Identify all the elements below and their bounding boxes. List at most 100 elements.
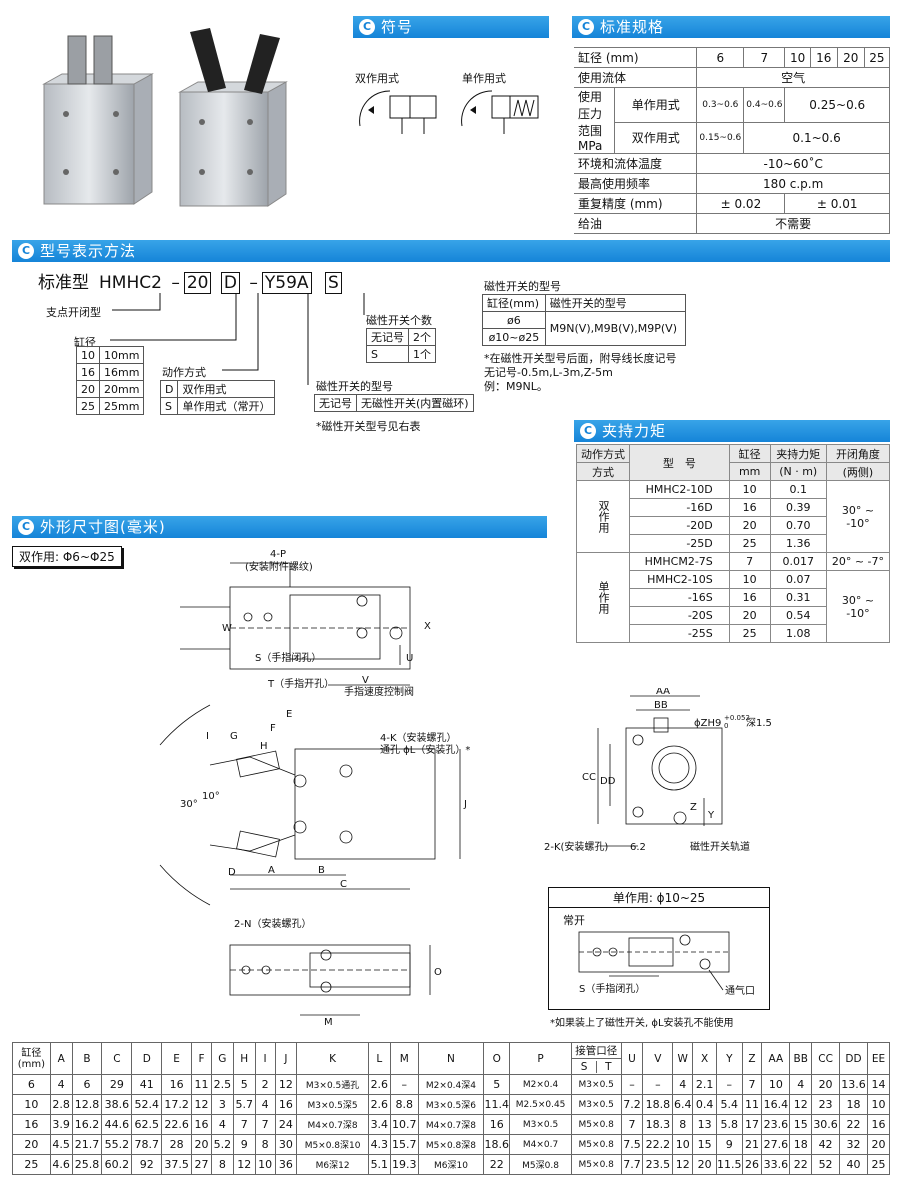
table-cell: 20 [191, 1134, 212, 1155]
table-cell: 37.5 [161, 1154, 193, 1175]
svg-text:0: 0 [724, 722, 728, 730]
svg-text:Y: Y [707, 810, 715, 821]
gripper-photo-2 [178, 28, 288, 207]
table-cell: 25.8 [71, 1154, 103, 1175]
table-cell: 10 [254, 1154, 276, 1175]
table-cell: 4 [672, 1074, 694, 1095]
table-cell: 30 [274, 1134, 298, 1155]
table-cell: 55.2 [101, 1134, 133, 1155]
table-cell: 19.3 [389, 1154, 419, 1175]
svg-text:A: A [268, 865, 275, 876]
table-cell: 10 [866, 1094, 891, 1115]
spec-row-repeat: 重复精度 (mm)± 0.02± 0.01 [574, 193, 890, 214]
svg-text:(安装附件螺纹): (安装附件螺纹) [245, 560, 313, 573]
table-cell: 7.2 [620, 1094, 644, 1115]
table-cell: 15.7 [389, 1134, 419, 1155]
svg-text:通气口: 通气口 [725, 984, 755, 997]
table-cell: 52.4 [131, 1094, 163, 1115]
svg-text:X: X [424, 621, 431, 632]
table-cell: 5.4 [716, 1094, 743, 1115]
table-cell: 38.6 [101, 1094, 133, 1115]
table-cell: 7 [620, 1114, 644, 1135]
table-cell: 42 [811, 1134, 841, 1155]
model-bore-box: 20 [183, 272, 212, 294]
table-cell: 14 [866, 1074, 891, 1095]
table-cell: 22 [839, 1114, 868, 1135]
outline-drawing-left: 4-P (安装附件螺纹) S（手指闭孔） T（手指开孔） 手指速度控制阀 4-K… [159, 549, 470, 1028]
model-leader-lines [110, 293, 365, 385]
table-cell: 8 [672, 1114, 694, 1135]
dim-header-bore: 缸径(mm) [12, 1042, 51, 1075]
table-cell: 23 [811, 1094, 841, 1115]
svg-text:O: O [434, 967, 442, 978]
table-cell: 12 [274, 1074, 298, 1095]
table-cell: 4.6 [49, 1154, 73, 1175]
table-cell: 16.2 [71, 1114, 103, 1135]
table-cell: 15 [789, 1114, 813, 1135]
product-photos [30, 22, 320, 212]
spec-row-oil: 给油不需要 [574, 213, 890, 234]
svg-text:S（手指闭孔）: S（手指闭孔） [255, 651, 321, 664]
table-cell: 7.7 [620, 1154, 644, 1175]
svg-text:T（手指开孔）: T（手指开孔） [267, 677, 334, 690]
table-cell: 4 [210, 1114, 234, 1135]
table-cell: 20 [12, 1134, 51, 1155]
table-cell: 5.7 [232, 1094, 256, 1115]
table-cell: 44.6 [101, 1114, 133, 1135]
model-switch-note: *磁性开关型号见右表 [316, 420, 421, 433]
table-cell: 8.8 [389, 1094, 419, 1115]
table-cell: M4×0.7深8 [417, 1114, 485, 1135]
table-cell: 4 [789, 1074, 813, 1095]
svg-text:深1.5: 深1.5 [746, 717, 772, 729]
c-icon: C [18, 519, 34, 535]
gripper-photo-1 [42, 35, 154, 205]
svg-text:C: C [340, 879, 347, 890]
table-cell: 8 [210, 1154, 234, 1175]
table-cell: 2.8 [49, 1094, 73, 1115]
table-cell: M3×0.5 [570, 1074, 622, 1095]
svg-text:BB: BB [654, 700, 668, 711]
table-cell: 11.4 [483, 1094, 511, 1115]
c-icon: C [578, 19, 594, 35]
table-cell: M3×0.5通孔 [296, 1074, 369, 1095]
table-cell: 16 [274, 1094, 298, 1115]
svg-text:DD: DD [600, 776, 616, 787]
svg-text:S（手指闭孔）: S（手指闭孔） [579, 982, 645, 995]
table-cell: 4.5 [49, 1134, 73, 1155]
table-cell: M5×0.8深8 [417, 1134, 485, 1155]
table-cell: M3×0.5 [509, 1114, 572, 1135]
table-cell: 7 [254, 1114, 276, 1135]
svg-text:F: F [270, 723, 276, 734]
table-cell: 4.3 [367, 1134, 391, 1155]
svg-text:CC: CC [582, 772, 596, 783]
table-cell: M2.5×0.45 [509, 1094, 572, 1115]
table-cell: 2 [254, 1074, 276, 1095]
table-cell: 7.5 [620, 1134, 644, 1155]
table-cell: 5 [483, 1074, 511, 1095]
list-item: 无记号无磁性开关(内置磁环) [314, 394, 474, 412]
model-pivot-label: 支点开闭型 [46, 306, 101, 319]
model-action-head: 动作方式 [162, 366, 206, 379]
svg-text:10°: 10° [202, 791, 220, 802]
spec-row-fluid: 使用流体空气 [574, 67, 890, 88]
table-cell: 5.2 [210, 1134, 234, 1155]
table-cell: 2.6 [367, 1074, 391, 1095]
table-cell: 21 [741, 1134, 763, 1155]
table-cell: 5.8 [716, 1114, 743, 1135]
svg-text:4-K（安装螺孔）: 4-K（安装螺孔） [380, 731, 457, 744]
